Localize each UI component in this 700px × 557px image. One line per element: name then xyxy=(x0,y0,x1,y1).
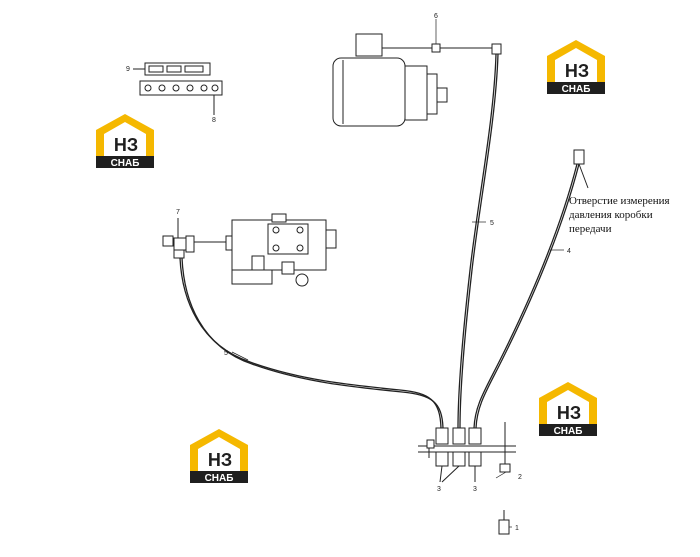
label-part-3-left: 3 xyxy=(437,486,441,493)
svg-text:НЗ: НЗ xyxy=(565,61,589,81)
svg-text:НЗ: НЗ xyxy=(557,403,581,423)
valve-block xyxy=(225,213,337,287)
bracket-plate xyxy=(139,80,223,115)
label-part-7: 7 xyxy=(176,209,180,216)
tee-fitting xyxy=(162,218,226,259)
hose-lines xyxy=(179,53,580,429)
label-part-2: 2 xyxy=(518,474,522,481)
brand-logo: НЗ СНАБ xyxy=(545,38,607,94)
motor-assembly xyxy=(332,33,502,127)
bottom-fittings xyxy=(418,422,516,535)
pressure-test-fitting xyxy=(573,149,589,189)
svg-text:СНАБ: СНАБ xyxy=(111,158,140,168)
svg-text:НЗ: НЗ xyxy=(114,135,138,155)
label-part-9: 9 xyxy=(126,66,130,73)
part-numbers: 6 9 8 7 5 4 5 2 3 3 1 xyxy=(126,13,571,532)
brand-logo: НЗ СНАБ xyxy=(537,380,599,436)
svg-text:СНАБ: СНАБ xyxy=(205,473,234,483)
svg-text:СНАБ: СНАБ xyxy=(554,426,583,436)
label-part-8: 8 xyxy=(212,117,216,124)
svg-text:НЗ: НЗ xyxy=(208,450,232,470)
label-part-3-right: 3 xyxy=(473,486,477,493)
label-part-5-left: 5 xyxy=(224,350,228,357)
leader-lines xyxy=(231,19,564,528)
brand-logo: НЗ СНАБ xyxy=(94,112,156,168)
label-part-6: 6 xyxy=(434,13,438,20)
svg-text:СНАБ: СНАБ xyxy=(562,84,591,94)
label-part-1: 1 xyxy=(515,525,519,532)
brand-logo: НЗ СНАБ xyxy=(188,427,250,483)
label-part-5-right: 5 xyxy=(490,220,494,227)
pressure-port-annotation: Отверстие измерения давления коробки пер… xyxy=(569,195,670,235)
terminal-block xyxy=(133,62,211,76)
label-part-4: 4 xyxy=(567,248,571,255)
